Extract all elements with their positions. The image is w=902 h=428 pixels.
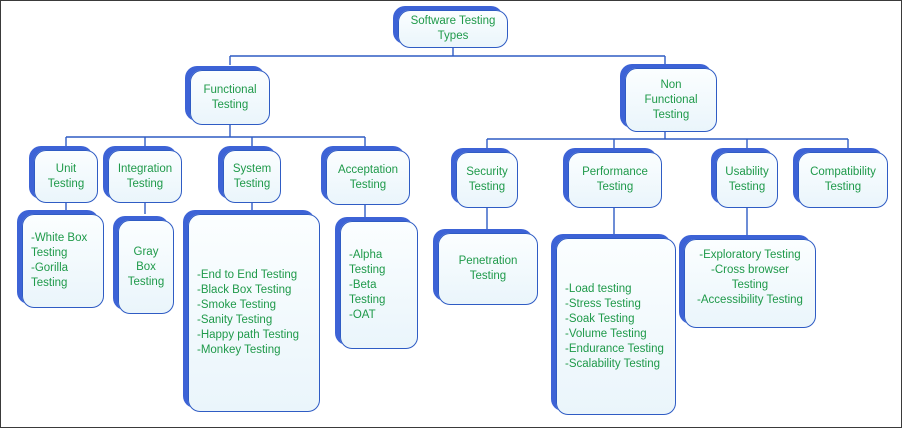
unit-testing-types-list: -White Box Testing -Gorilla Testing — [22, 214, 104, 308]
integration-testing-types-list: Gray Box Testing — [118, 220, 174, 314]
acceptance-testing-types-list: -Alpha Testing -Beta Testing -OAT — [340, 221, 418, 349]
root-node: Software Testing Types — [398, 10, 508, 48]
usability-testing-node: Usability Testing — [716, 152, 778, 208]
security-testing-types-list: Penetration Testing — [438, 233, 538, 305]
integration-testing-node: Integration Testing — [108, 150, 182, 203]
connector-functional-children — [65, 125, 366, 150]
performance-testing-node: Performance Testing — [568, 152, 662, 208]
security-testing-node: Security Testing — [456, 152, 518, 208]
acceptance-testing-node: Acceptation Testing — [326, 150, 410, 205]
non-functional-testing-node: Non Functional Testing — [625, 68, 717, 132]
system-testing-node: System Testing — [223, 150, 281, 203]
unit-testing-node: Unit Testing — [34, 150, 98, 203]
connector-nonfunctional-children — [486, 132, 849, 152]
functional-testing-node: Functional Testing — [190, 70, 270, 125]
compatibility-testing-node: Compatibility Testing — [798, 152, 888, 208]
performance-testing-types-list: -Load testing -Stress Testing -Soak Test… — [556, 238, 676, 415]
usability-testing-types-list: -Exploratory Testing -Cross browser Test… — [684, 239, 816, 328]
system-testing-types-list: -End to End Testing -Black Box Testing -… — [188, 214, 320, 412]
connector-root-to-branches — [229, 48, 666, 65]
